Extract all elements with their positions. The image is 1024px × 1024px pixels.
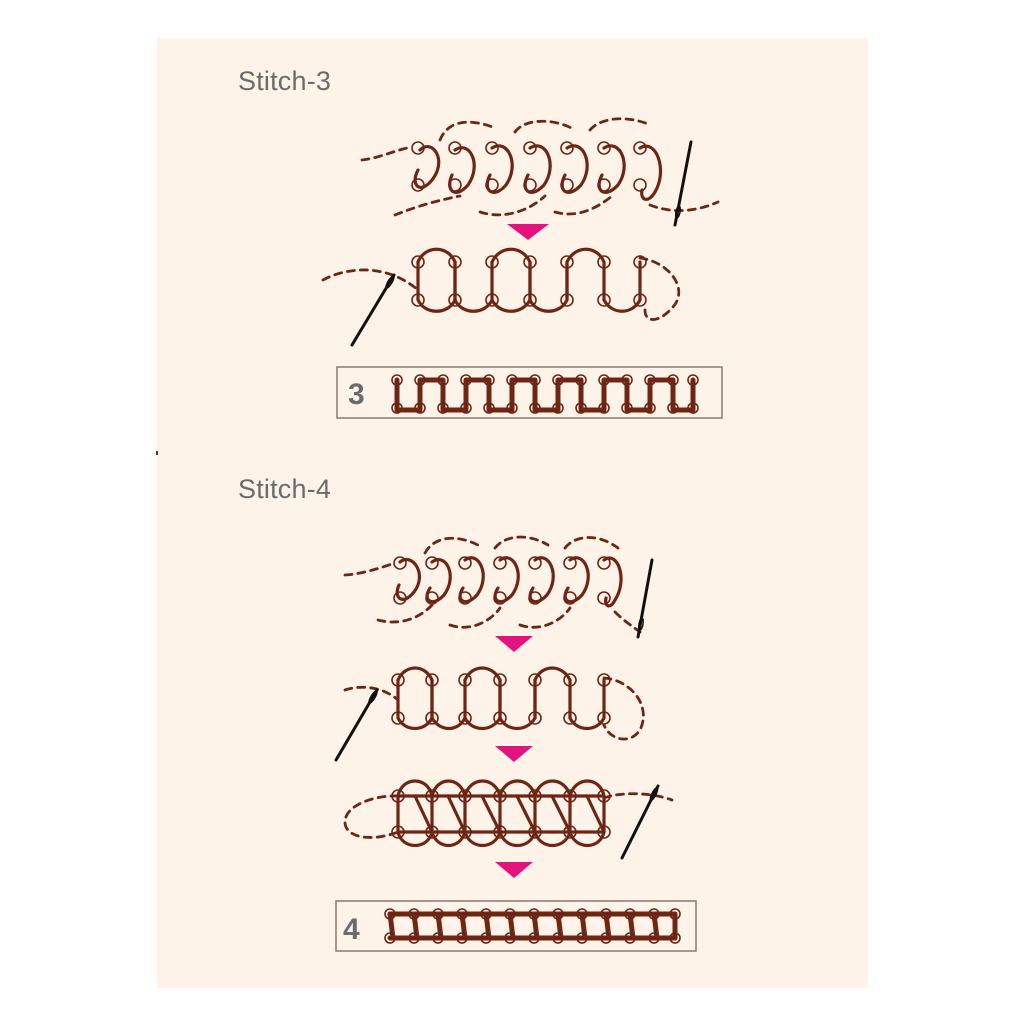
stitch-3-step-1 bbox=[360, 117, 720, 227]
arrow-down-icon bbox=[495, 862, 533, 878]
stitch-4-step-1 bbox=[343, 535, 654, 639]
stitch-3-result-box: 3 bbox=[336, 366, 723, 419]
needle-icon bbox=[350, 273, 396, 347]
stitch-4-step-2 bbox=[334, 666, 645, 762]
stitch-3-step-2 bbox=[321, 247, 681, 347]
stitch-3-result-number: 3 bbox=[348, 378, 365, 411]
arrow-down-icon bbox=[507, 224, 549, 240]
needle-icon bbox=[673, 140, 693, 227]
arrow-down-icon bbox=[495, 746, 533, 762]
stitch-4-step-3 bbox=[343, 779, 674, 860]
stitch-3-heading: Stitch-3 bbox=[238, 66, 332, 96]
stitch-4-heading: Stitch-4 bbox=[238, 474, 332, 504]
arrow-down-icon bbox=[495, 636, 533, 652]
page-panel bbox=[157, 38, 868, 988]
edge-mark bbox=[156, 451, 158, 455]
needle-icon bbox=[620, 784, 660, 860]
needle-icon bbox=[636, 558, 654, 639]
stitch-4-result-number: 4 bbox=[343, 913, 360, 946]
needle-icon bbox=[334, 688, 379, 762]
stitch-4-result-box: 4 bbox=[335, 900, 697, 952]
